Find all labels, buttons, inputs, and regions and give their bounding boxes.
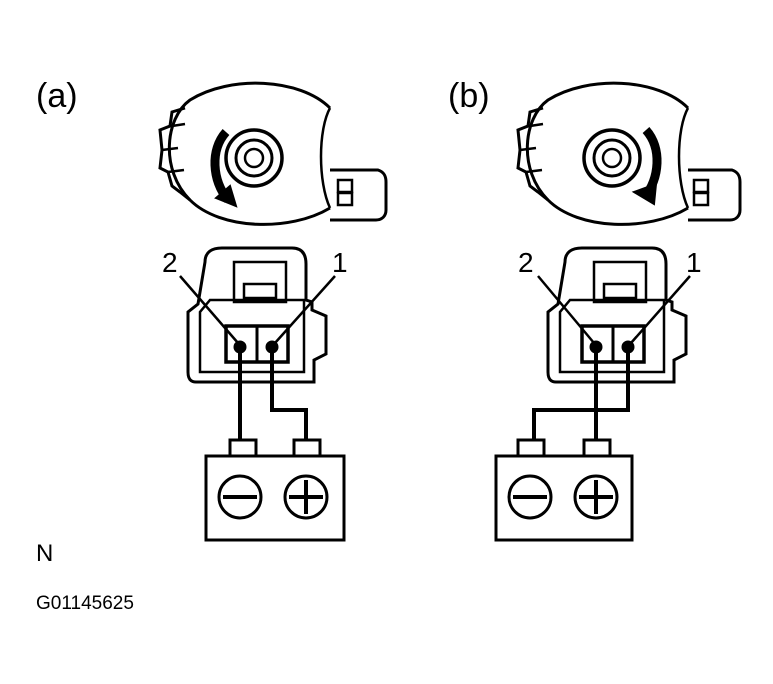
panel-b-label: (b): [448, 77, 490, 115]
motor-b: [516, 81, 742, 226]
footer-letter: N: [36, 540, 53, 567]
connector-a: 2 1: [162, 246, 348, 384]
figure-code: G01145625: [36, 593, 134, 614]
motor-b-connector: [688, 168, 742, 222]
panel-a-label: (a): [36, 77, 78, 115]
motor-b-flange: [516, 106, 549, 202]
pin-label-1-b: 1: [686, 247, 702, 278]
negative-terminal-a-icon: [217, 474, 263, 520]
pin-label-2-b: 2: [518, 247, 534, 278]
positive-terminal-b-icon: [573, 474, 619, 520]
wire-b-negative: [532, 350, 630, 440]
motor-a-outline: [167, 81, 332, 226]
motor-a-connector: [330, 168, 388, 222]
battery-b: [494, 438, 634, 542]
negative-terminal-b-icon: [507, 474, 553, 520]
motor-a-flange: [158, 106, 191, 202]
connector-b: 2 1: [518, 246, 702, 384]
pin-label-1-a: 1: [332, 247, 348, 278]
battery-a: [204, 438, 346, 542]
motor-a: [158, 81, 388, 226]
motor-a-shaft: [224, 128, 284, 188]
wire-a-positive: [270, 350, 308, 440]
positive-terminal-a-icon: [283, 474, 329, 520]
motor-b-outline: [525, 81, 690, 226]
panel-b: (b) 2 1: [448, 77, 742, 542]
panel-a: (a): [36, 77, 388, 542]
pin-label-2-a: 2: [162, 247, 178, 278]
motor-b-shaft: [582, 128, 642, 188]
